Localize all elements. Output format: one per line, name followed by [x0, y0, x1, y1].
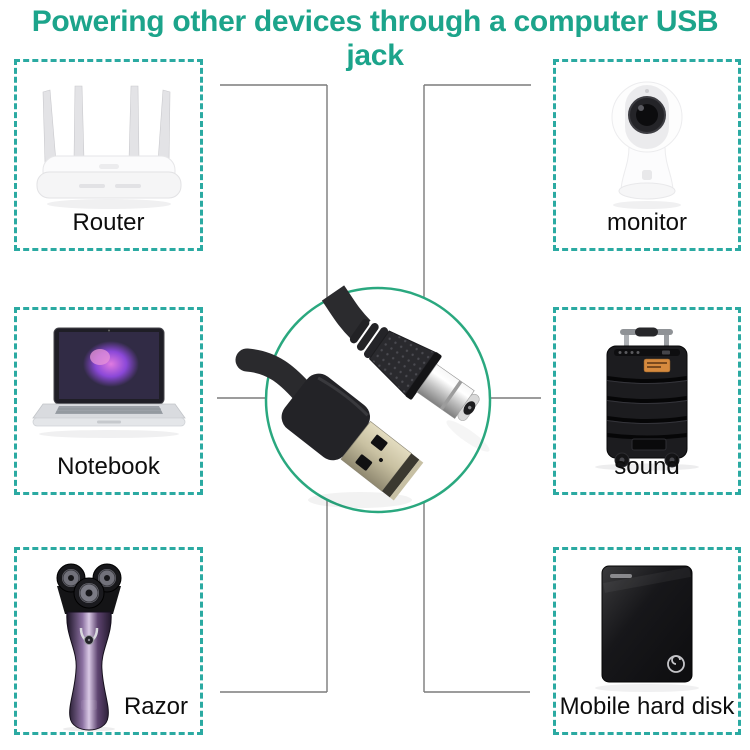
- device-box-router: Router: [14, 59, 203, 251]
- device-box-notebook: Notebook: [14, 307, 203, 495]
- usb-a-plug: [281, 373, 424, 501]
- hdd-logo: [667, 655, 685, 673]
- razor-heads: [56, 563, 122, 609]
- device-label-monitor: monitor: [606, 208, 688, 236]
- screen-wallpaper: [82, 341, 139, 387]
- notebook-image: [31, 327, 186, 438]
- router-image: [36, 85, 181, 209]
- mobile-hard-disk-image: [595, 565, 699, 692]
- center-circle: [264, 286, 492, 514]
- sound-image: [595, 327, 699, 471]
- monitor-image: [611, 81, 683, 209]
- router-antennas: [42, 85, 170, 164]
- dc-barrel-plug: [349, 318, 480, 421]
- device-label-notebook: Notebook: [57, 452, 160, 480]
- device-label-mobile-hard-disk: Mobile hard disk: [559, 692, 735, 720]
- device-label-razor: Razor: [123, 692, 188, 720]
- speaker-ridges: [606, 376, 688, 440]
- device-label-sound: sound: [614, 452, 680, 480]
- razor-image: [56, 563, 122, 732]
- page-title: Powering other devices through a compute…: [31, 5, 719, 72]
- device-box-razor: Razor: [14, 547, 203, 735]
- device-box-sound: sound: [553, 307, 741, 495]
- device-box-monitor: monitor: [553, 59, 741, 251]
- keyboard: [54, 406, 163, 414]
- speaker-badge: [643, 358, 671, 373]
- device-label-router: Router: [72, 208, 145, 236]
- device-box-mobile-hard-disk: Mobile hard disk: [553, 547, 741, 735]
- usb-cable-photo: [235, 285, 490, 508]
